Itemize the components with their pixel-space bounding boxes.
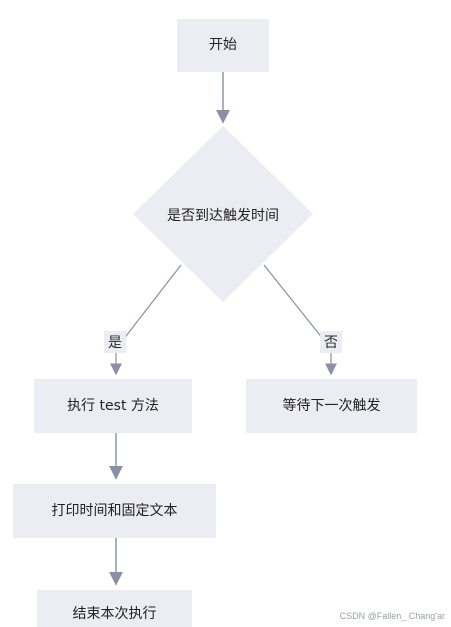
decision-diamond (133, 126, 313, 302)
execute-method-node: 执行 test 方法 (34, 379, 192, 433)
edge-decision-to-wait (263, 264, 332, 350)
yes-branch-label: 是 (104, 331, 126, 353)
wait-next-trigger-node: 等待下一次触发 (246, 379, 417, 433)
decision-node-label: 是否到达触发时间 (167, 208, 279, 224)
no-branch-label: 否 (320, 331, 342, 353)
end-execution-node: 结束本次执行 (37, 590, 192, 627)
edge-decision-to-execute (115, 264, 182, 350)
watermark-text: CSDN @Fallen_ Chang'ar (339, 611, 445, 621)
start-node: 开始 (177, 19, 269, 72)
print-time-text-node: 打印时间和固定文本 (13, 484, 216, 538)
